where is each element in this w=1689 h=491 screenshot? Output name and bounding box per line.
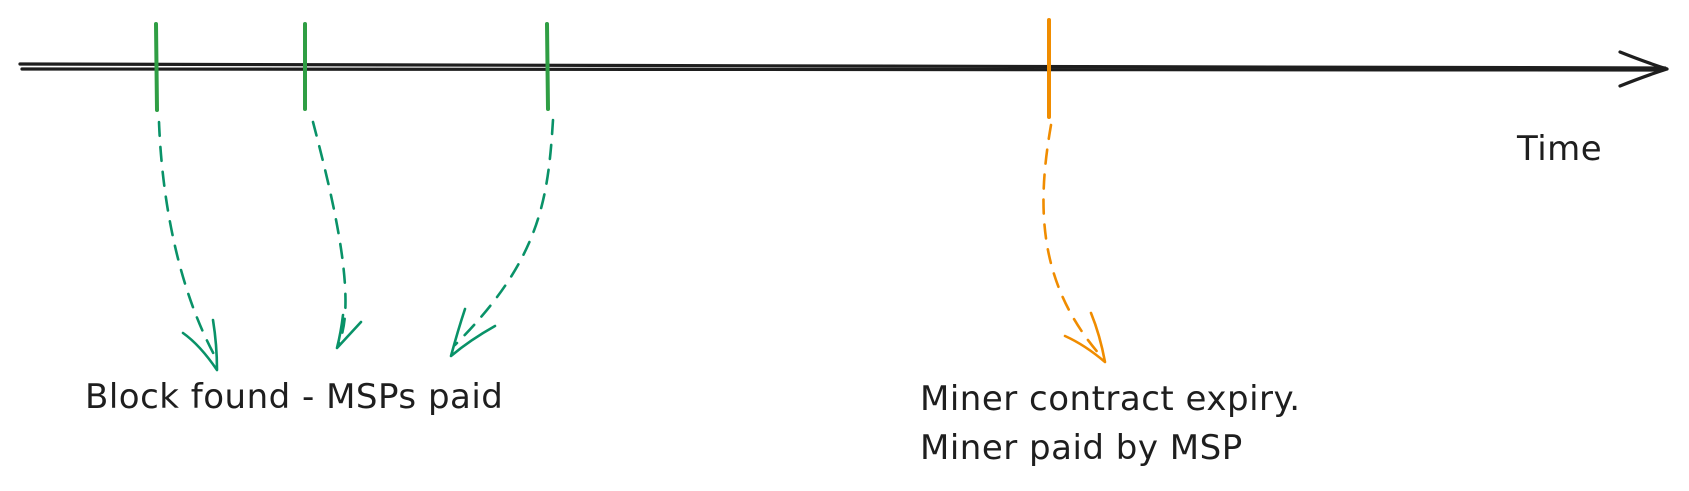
block-arrow-3-head-icon: [449, 307, 497, 358]
block-found-ticks: [154, 22, 550, 112]
block-arrow-1-head-icon: [181, 318, 219, 372]
expiry-arrow-line: [1042, 123, 1102, 357]
timeline-arrow-head-icon: [1618, 50, 1669, 88]
block-tick-3: [545, 22, 550, 111]
block-arrows: [157, 118, 555, 372]
miner-paid-label: Miner paid by MSP: [920, 428, 1243, 468]
block-arrow-1: [157, 120, 219, 362]
expiry-arrow-head-icon: [1063, 311, 1107, 364]
contract-expiry-label: Miner contract expiry.: [920, 379, 1301, 419]
block-found-label: Block found - MSPs paid: [85, 377, 503, 417]
expiry-arrow: [1042, 123, 1107, 364]
block-tick-1: [154, 22, 159, 112]
timeline-line-shadow: [20, 67, 1665, 72]
block-arrow-2-head-icon: [335, 313, 363, 350]
block-arrow-3: [453, 118, 555, 347]
timeline-line: [18, 62, 1667, 70]
block-arrow-2: [311, 120, 347, 347]
time-label: Time: [1516, 129, 1602, 169]
timeline-axis: Time: [18, 50, 1669, 169]
